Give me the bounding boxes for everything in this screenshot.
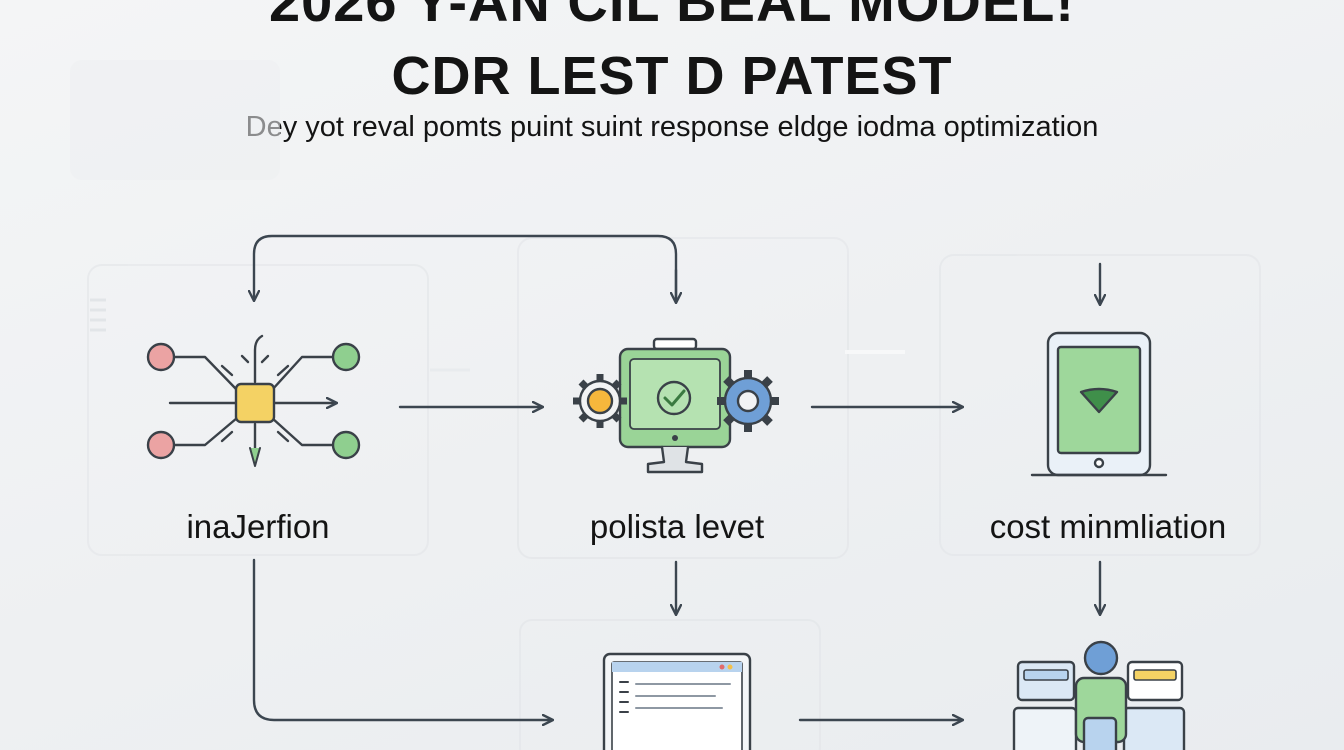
background-panels (70, 60, 1261, 750)
tablet-icon (1030, 331, 1168, 477)
node-label-policy: polista levet (590, 508, 764, 545)
page-title: 2026 Y-AN CIL BEAL MODEL! (268, 0, 1076, 33)
node-label-cost: cost minmliation (990, 508, 1227, 545)
arrow-integration-to-laptop (252, 558, 552, 720)
page-title-line-2: CDR LEST D PATEST (391, 46, 953, 106)
team-dashboard-icon (1012, 640, 1186, 750)
node-label-integration: inaJerfion (186, 508, 329, 545)
monitor-check-gears-icon (573, 337, 779, 474)
connectors (252, 234, 1100, 720)
gear-orange-icon (573, 374, 627, 428)
network-hub-icon (146, 334, 361, 467)
laptop-icon (602, 652, 752, 750)
page-subtitle: Dey yot reval pomts puint suint response… (245, 111, 1099, 143)
feedback-loop-arrow (254, 234, 678, 300)
gear-blue-icon (717, 370, 779, 432)
